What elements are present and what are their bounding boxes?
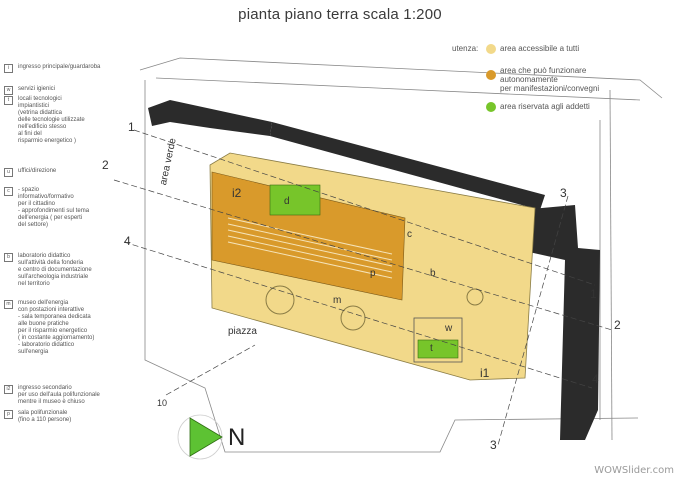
key-text: mentre il museo è chiuso	[18, 399, 85, 405]
room-label-d: d	[284, 196, 290, 207]
exhibit-circle	[265, 285, 295, 315]
key-text: e centro di documentazione	[18, 267, 92, 273]
section-mark-3: 3	[490, 438, 497, 452]
plan-title: pianta piano terra scala 1:200	[238, 6, 442, 23]
key-text: dell'energia ( per esperti	[18, 215, 83, 221]
key-text: per il risparmio energetico	[18, 328, 88, 334]
key-text: (fino a 110 persone)	[18, 417, 72, 423]
key-text: servizi igienici	[18, 86, 56, 92]
key-icon: t	[4, 96, 13, 105]
key-text: nell'edificio stesso	[18, 124, 67, 130]
key-text: al fini del	[18, 131, 42, 137]
site-outline	[139, 57, 663, 453]
key-icon: w	[4, 86, 13, 95]
key-item: p sala polifunzionale(fino a 110 persone)	[4, 410, 136, 424]
room-label-i2: i2	[232, 186, 242, 200]
legend-item-staff: area riservata agli addetti	[486, 102, 590, 112]
section-mark-1: 1	[590, 287, 597, 301]
room-label-b: b	[430, 268, 436, 279]
north-label: N	[228, 424, 246, 451]
key-text: sull'attività della fonderia	[18, 260, 84, 266]
key-item: i ingresso principale/guardaroba	[4, 64, 136, 73]
legend-swatch-public	[486, 44, 496, 54]
key-text: - sala temporanea dedicata	[18, 314, 91, 320]
legend-item-events: area che può funzionare autonomamente pe…	[486, 66, 599, 93]
staff-area-d	[269, 184, 321, 216]
key-text: del settore)	[18, 222, 49, 228]
key-text: uffici/direzione	[18, 168, 57, 174]
key-text: (vetrina didattica	[18, 110, 63, 116]
key-text: informativo/formativo	[18, 194, 74, 200]
key-text: ingresso secondario	[18, 385, 72, 391]
section-mark-3: 3	[560, 186, 567, 200]
section-mark-4: 4	[592, 372, 599, 386]
key-text: sull'archeologia industriale	[18, 274, 89, 280]
seating-rows	[227, 217, 393, 279]
label-piazza: piazza	[228, 326, 257, 337]
key-text: sala polifunzionale	[18, 410, 68, 416]
section-mark-1: 1	[128, 120, 135, 134]
key-text: con postazioni interattive	[18, 307, 85, 313]
key-text: delle tecnologie utilizzate	[18, 117, 85, 123]
key-text: locali tecnologici	[18, 96, 62, 102]
room-label-c: c	[407, 229, 412, 240]
room-label-t: t	[430, 343, 433, 354]
section-mark-4: 4	[124, 234, 131, 248]
room-label-p: p	[370, 268, 376, 279]
watermark: WOWSlider.com	[594, 465, 674, 476]
key-text: - laboratorio didattico	[18, 342, 75, 348]
key-icon: p	[4, 410, 13, 419]
key-text: risparmio energetico )	[18, 138, 77, 144]
key-text: nel territorio	[18, 281, 50, 287]
key-icon: u	[4, 168, 13, 177]
key-item: u uffici/direzione	[4, 168, 136, 177]
existing-walls	[148, 100, 600, 440]
north-arrow	[177, 414, 223, 460]
key-text: per uso dell'aula polifunzionale	[18, 392, 100, 398]
key-text: - spazio	[18, 187, 40, 193]
key-item: w servizi igienici	[4, 86, 136, 95]
section-mark-2: 2	[102, 158, 109, 172]
exhibit-circle	[340, 305, 366, 331]
key-icon: c	[4, 187, 13, 196]
key-text: sull'energia	[18, 349, 49, 355]
key-text: alle buone pratiche	[18, 321, 69, 327]
legend-swatch-staff	[486, 102, 496, 112]
section-mark-10: 10	[157, 398, 168, 408]
key-text: ( in costante aggiornamento)	[18, 335, 95, 341]
legend-swatch-events	[486, 70, 496, 80]
room-label-w: w	[445, 323, 453, 334]
key-text: museo dell'energia	[18, 300, 69, 306]
room-label-m: m	[333, 295, 342, 306]
key-icon: m	[4, 300, 13, 309]
staff-area-t	[417, 339, 459, 359]
legend-item-public: area accessibile a tutti	[486, 44, 579, 54]
key-icon: b	[4, 253, 13, 262]
key-icon: i	[4, 64, 13, 73]
key-text: impiantistici	[18, 103, 50, 109]
section-mark-2: 2	[614, 318, 621, 332]
key-icon: i2	[4, 385, 13, 394]
room-label-i1: i1	[480, 366, 490, 380]
key-text: laboratorio didattico	[18, 253, 71, 259]
key-text: - approfondimenti sul tema	[18, 208, 90, 214]
key-text: per il cittadino	[18, 201, 56, 207]
key-text: ingresso principale/guardaroba	[18, 64, 101, 70]
section-lines	[113, 129, 613, 446]
legend-heading: utenza:	[452, 44, 479, 53]
